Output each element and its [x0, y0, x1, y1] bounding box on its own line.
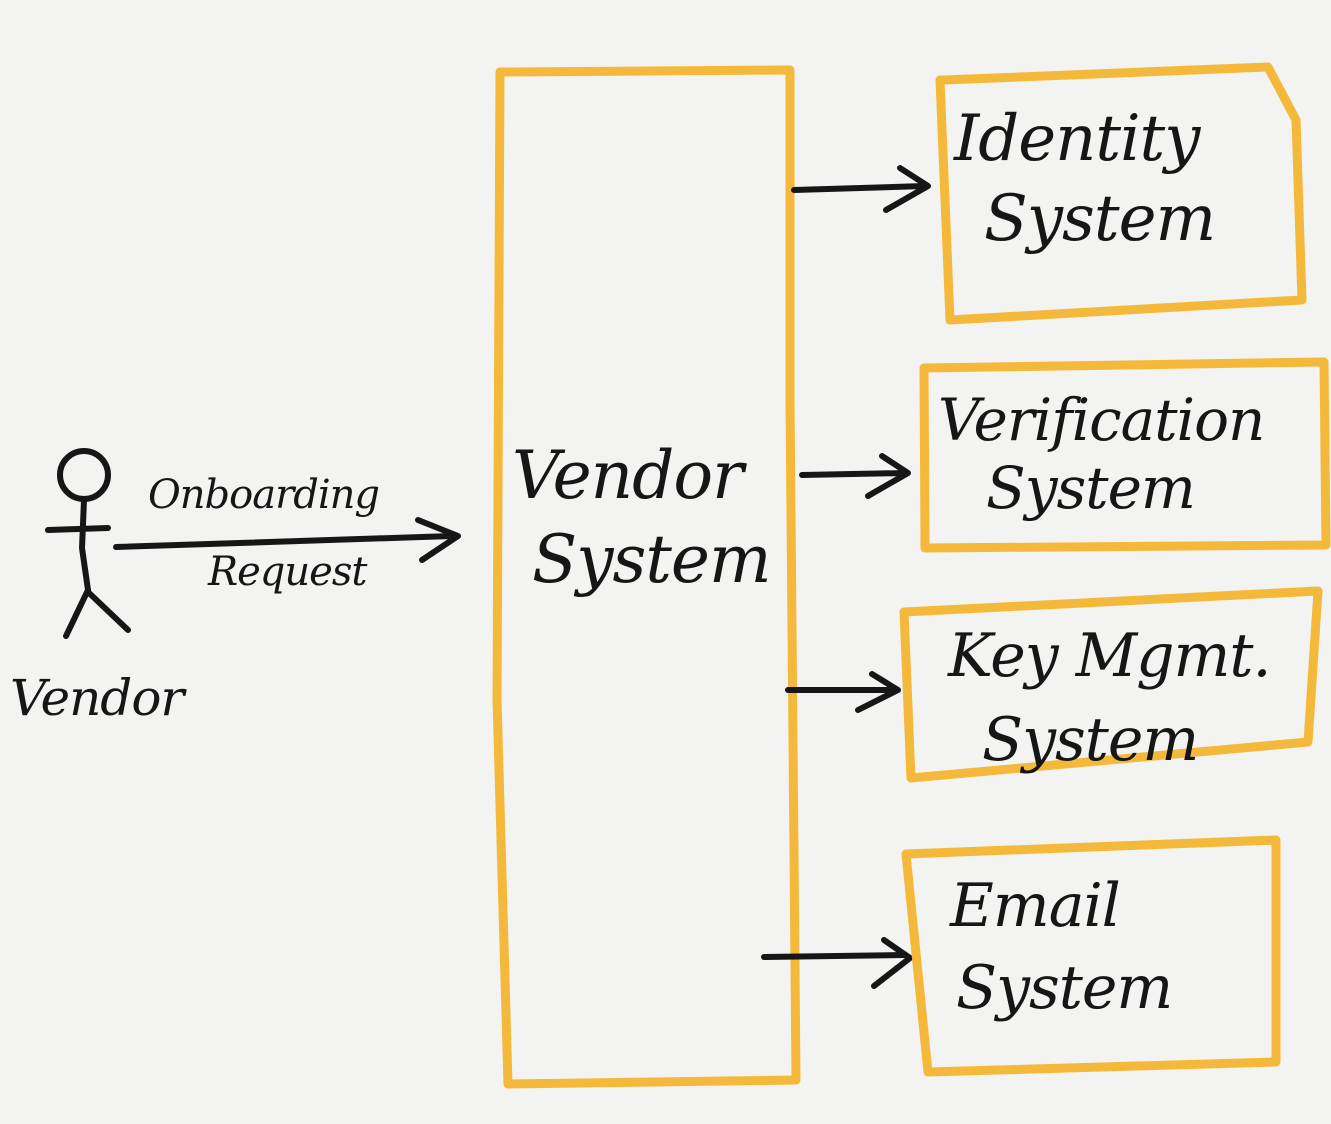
vendor-system-label-line1: Vendor: [512, 437, 747, 514]
arrow-to-email-system: [761, 937, 913, 989]
vendor-actor-label: Vendor: [10, 669, 187, 727]
arrow-to-identity-system: [791, 165, 931, 213]
email-system-border: [901, 835, 1281, 1077]
arrow-to-key-mgmt-system: [785, 671, 901, 713]
identity-system-box: Identity System: [935, 62, 1307, 325]
arrow-to-verification-system: [799, 453, 911, 499]
verification-system-label-line2: System: [986, 454, 1195, 522]
email-system-label-line1: Email: [949, 871, 1120, 941]
verification-system-box: Verification System: [919, 357, 1331, 553]
email-system-label-line2: System: [956, 953, 1172, 1023]
vendor-system-border: [492, 65, 801, 1089]
stick-figure-icon: [45, 448, 131, 639]
vendor-system-label-line2: System: [532, 521, 771, 598]
identity-system-label-line2: System: [984, 182, 1215, 256]
key-mgmt-system-label-line2: System: [982, 705, 1198, 775]
key-mgmt-system-border: [899, 586, 1323, 783]
vendor-actor: Vendor: [10, 448, 188, 727]
key-mgmt-system-box: Key Mgmt. System: [899, 586, 1323, 783]
vendor-system-box: Vendor System: [492, 65, 801, 1089]
identity-system-border: [935, 62, 1307, 325]
request-label-line1: Onboarding: [148, 472, 379, 518]
request-label-line2: Request: [207, 549, 368, 595]
identity-system-label-line1: Identity: [953, 102, 1201, 176]
onboarding-request-arrow: Onboarding Request: [113, 472, 461, 595]
email-system-box: Email System: [901, 835, 1281, 1077]
verification-system-border: [919, 357, 1331, 553]
verification-system-label-line1: Verification: [938, 386, 1264, 454]
key-mgmt-system-label-line1: Key Mgmt.: [947, 621, 1271, 691]
